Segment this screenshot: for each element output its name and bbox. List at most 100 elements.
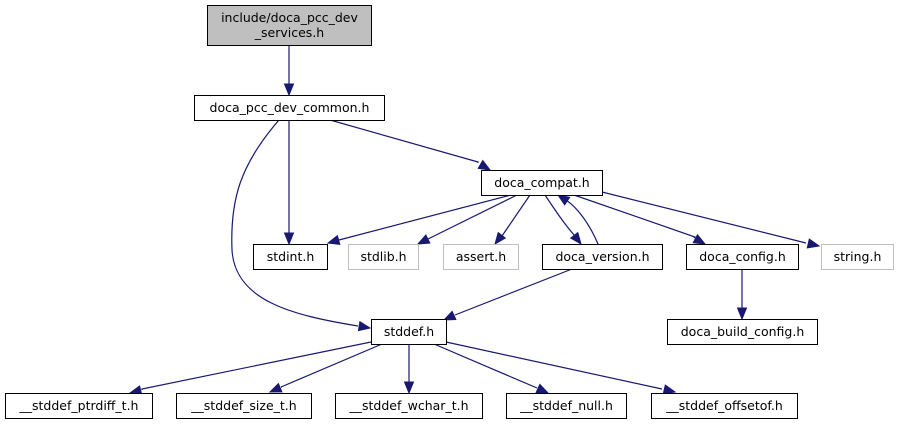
node-box: [821, 244, 894, 270]
arrowhead-icon: [283, 83, 295, 97]
edge-line: [544, 194, 576, 237]
arrowhead-icon: [692, 233, 707, 245]
node-box: [207, 5, 372, 46]
node-label: __stddef_size_t.h: [190, 398, 296, 413]
node-box: [335, 393, 483, 419]
node-stdlib: stdlib.h: [348, 244, 419, 270]
node-label: assert.h: [456, 249, 506, 264]
node-box: [667, 319, 818, 345]
arrowhead-icon: [736, 307, 748, 321]
arrowhead-icon: [569, 231, 582, 246]
node-label: stdint.h: [267, 249, 315, 264]
arrowhead-icon: [283, 232, 295, 246]
edge-compat-to-stdlib: [416, 194, 518, 245]
edge-line: [338, 194, 512, 241]
node-label: doca_pcc_dev_common.h: [210, 100, 370, 115]
node-box: [481, 170, 603, 196]
node-box: [176, 393, 312, 419]
arrowhead-icon: [477, 159, 492, 171]
node-label: include/doca_pcc_dev: [221, 10, 358, 25]
node-offsetof[interactable]: __stddef_offsetof.h: [651, 393, 798, 419]
node-stddef[interactable]: stddef.h: [371, 319, 447, 345]
node-label: __stddef_null.h: [519, 398, 613, 413]
arrowhead-icon: [494, 231, 507, 246]
node-label: stddef.h: [384, 324, 434, 339]
edge-common-to-compat: [329, 119, 492, 171]
node-compat[interactable]: doca_compat.h: [481, 170, 603, 196]
arrowhead-icon: [806, 238, 821, 249]
arrowhead-icon: [403, 381, 415, 395]
node-size-t[interactable]: __stddef_size_t.h: [176, 393, 312, 419]
node-string: string.h: [821, 244, 894, 270]
node-label: doca_compat.h: [494, 175, 589, 190]
node-build-config[interactable]: doca_build_config.h: [667, 319, 818, 345]
nodes-layer: include/doca_pcc_dev_services.h doca_pcc_…: [5, 5, 894, 419]
node-box: [194, 95, 385, 121]
node-common[interactable]: doca_pcc_dev_common.h: [194, 95, 385, 121]
edges-layer: [128, 45, 821, 396]
node-box: [651, 393, 798, 419]
edge-stddef-to-null: [433, 343, 550, 394]
node-box: [371, 319, 447, 345]
arrowhead-icon: [442, 310, 457, 321]
node-label: _services.h: [254, 25, 324, 40]
edge-stddef-to-offsetof: [445, 341, 677, 395]
arrowhead-icon: [357, 320, 372, 332]
edge-stddef-to-ptrdiff: [128, 341, 372, 396]
edge-compat-to-assert: [494, 194, 531, 246]
edge-common-to-stddef: [231, 119, 372, 332]
edge-stddef-to-wchar_t: [403, 344, 415, 395]
node-label: __stddef_offsetof.h: [665, 398, 783, 413]
node-wchar-t[interactable]: __stddef_wchar_t.h: [335, 393, 483, 419]
edge-config-to-build_config: [736, 269, 748, 321]
node-assert: assert.h: [443, 244, 519, 270]
arrowhead-icon: [662, 384, 677, 395]
node-config[interactable]: doca_config.h: [686, 244, 799, 270]
node-label: doca_version.h: [555, 249, 649, 264]
edge-version-to-stddef: [442, 268, 573, 321]
arrowhead-icon: [326, 234, 341, 246]
edge-stddef-to-size_t: [268, 343, 383, 393]
node-version[interactable]: doca_version.h: [542, 244, 663, 270]
edge-line: [573, 194, 697, 239]
node-label: __stddef_wchar_t.h: [349, 398, 469, 413]
node-box: [253, 244, 328, 270]
node-label: stdlib.h: [360, 249, 406, 264]
arrowhead-icon: [535, 383, 550, 394]
arrowhead-icon: [416, 234, 431, 245]
node-box: [506, 393, 627, 419]
edge-line: [601, 191, 807, 244]
node-box: [5, 393, 153, 419]
edge-line: [445, 341, 663, 390]
edge-compat-to-string: [601, 191, 821, 249]
node-box: [348, 244, 419, 270]
edge-line: [141, 341, 372, 390]
edge-compat-to-config: [573, 194, 707, 245]
node-services[interactable]: include/doca_pcc_dev_services.h: [207, 5, 372, 46]
edge-line: [454, 268, 573, 316]
arrowhead-icon: [556, 194, 571, 206]
node-ptrdiff[interactable]: __stddef_ptrdiff_t.h: [5, 393, 153, 419]
arrowhead-icon: [268, 382, 283, 393]
edge-compat-to-version: [544, 194, 582, 246]
edge-services-to-common: [283, 45, 295, 97]
edge-line: [231, 119, 359, 327]
node-label: doca_config.h: [699, 249, 786, 264]
node-box: [443, 244, 519, 270]
node-label: doca_build_config.h: [681, 324, 805, 339]
edge-version-to-compat: [556, 194, 599, 245]
edge-line: [280, 343, 383, 388]
node-null[interactable]: __stddef_null.h: [506, 393, 627, 419]
node-label: string.h: [834, 249, 882, 264]
node-stdint[interactable]: stdint.h: [253, 244, 328, 270]
node-box: [686, 244, 799, 270]
node-box: [542, 244, 663, 270]
node-label: __stddef_ptrdiff_t.h: [19, 398, 139, 413]
edge-line: [329, 119, 479, 163]
edge-common-to-stdint: [283, 120, 295, 246]
edge-compat-to-stdint: [326, 194, 512, 246]
edge-line: [501, 194, 531, 238]
edge-line: [433, 343, 538, 389]
edge-line: [427, 194, 518, 240]
